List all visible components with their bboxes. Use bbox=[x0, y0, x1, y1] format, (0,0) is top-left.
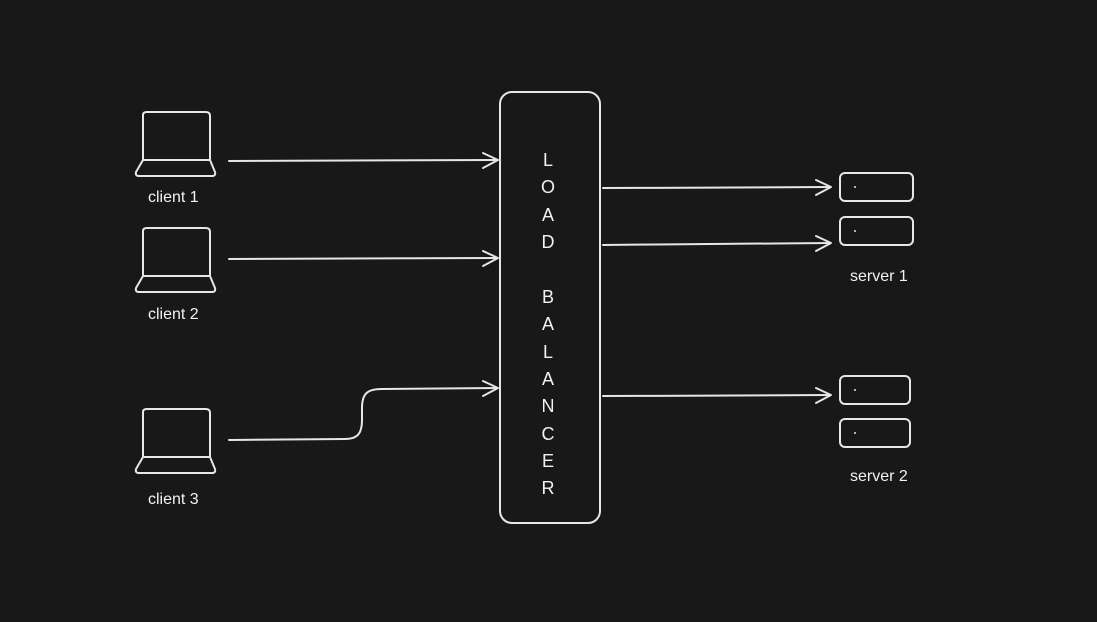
arrow-load-balancer-to-server-1-bottom bbox=[602, 235, 832, 252]
client-3-label: client 3 bbox=[148, 491, 199, 508]
load-balancer-letter: C bbox=[541, 424, 555, 444]
arrow-load-balancer-to-server-2 bbox=[602, 387, 832, 404]
load-balancer-letter: B bbox=[541, 287, 554, 307]
arrow-client-1-to-load-balancer bbox=[228, 152, 499, 169]
client-1-laptop-icon bbox=[134, 111, 217, 177]
client-3-laptop-icon bbox=[134, 408, 217, 474]
load-balancer-box bbox=[499, 91, 601, 524]
server-2-label: server 2 bbox=[850, 468, 908, 485]
server-2-server-icon bbox=[839, 375, 911, 448]
load-balancer-letter: O bbox=[540, 177, 555, 197]
load-balancer-letter: L bbox=[542, 342, 553, 362]
load-balancer-letter: A bbox=[541, 205, 554, 225]
server-1-label: server 1 bbox=[850, 268, 908, 285]
client-2-label: client 2 bbox=[148, 306, 199, 323]
arrow-load-balancer-to-server-1-top bbox=[602, 179, 832, 196]
client-1-label: client 1 bbox=[148, 189, 199, 206]
load-balancer-letter: A bbox=[541, 369, 554, 389]
server-1-server-icon bbox=[839, 172, 914, 246]
arrow-client-2-to-load-balancer bbox=[228, 250, 499, 267]
load-balancer-letter: R bbox=[541, 478, 555, 498]
load-balancer-letter: D bbox=[541, 232, 555, 252]
load-balancer-letter: N bbox=[541, 396, 555, 416]
load-balancer-letter: L bbox=[542, 150, 553, 170]
arrow-client-3-to-load-balancer bbox=[228, 380, 499, 441]
client-2-laptop-icon bbox=[134, 227, 217, 293]
load-balancer-letter: A bbox=[541, 314, 554, 334]
load-balancer-letter: E bbox=[541, 451, 554, 471]
